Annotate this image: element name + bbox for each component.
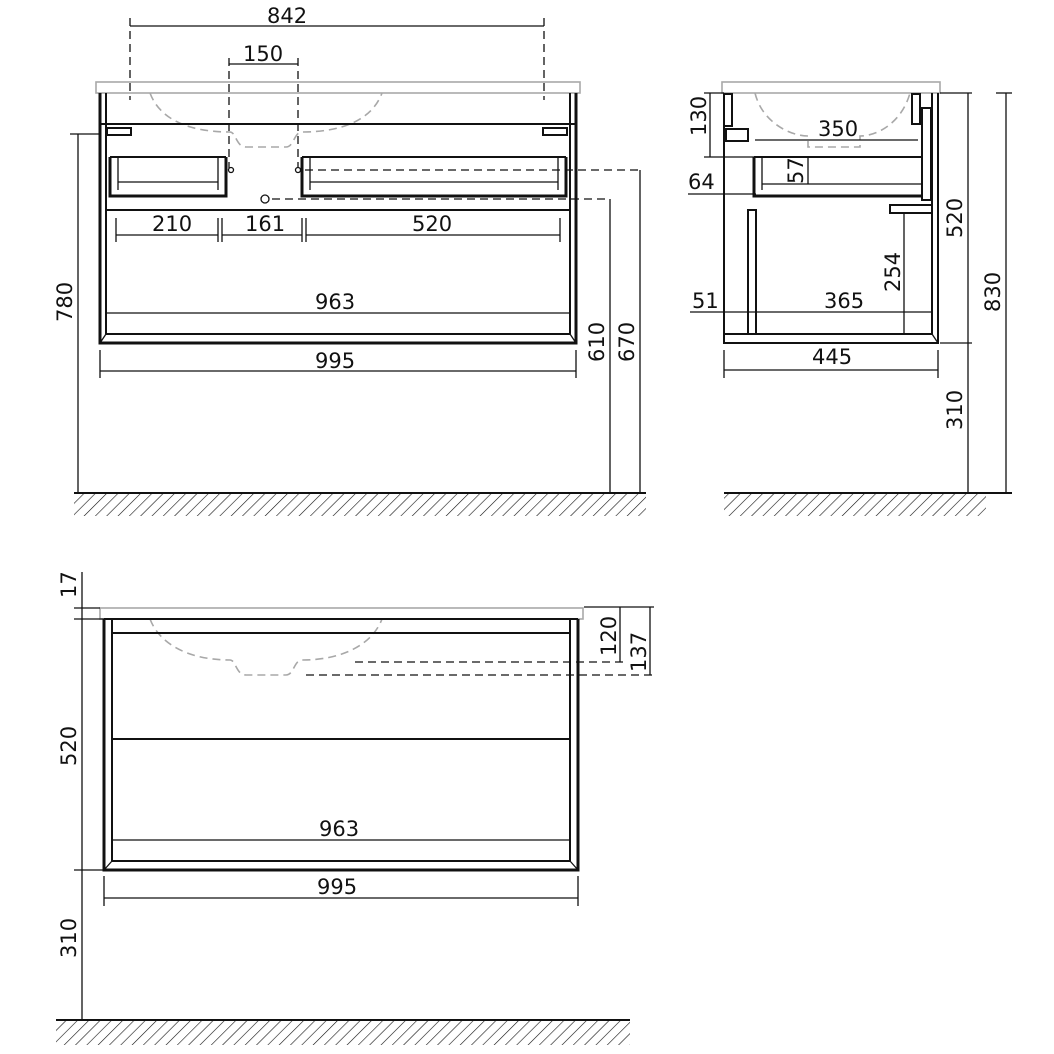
dim-350: 350 [818, 117, 858, 141]
dim-842: 842 [267, 4, 307, 28]
side-basin-top [721, 81, 941, 94]
dim-310-side: 310 [943, 390, 967, 430]
dim-161: 161 [245, 212, 285, 236]
dim-995: 995 [315, 349, 355, 373]
side-floor-hatch [724, 494, 986, 516]
front-view: 842 150 210 161 520 963 995 780 610 [53, 4, 646, 516]
dim-120: 120 [597, 616, 621, 656]
dim-310-closed: 310 [57, 918, 81, 958]
dim-150: 150 [243, 42, 283, 66]
dim-780: 780 [53, 282, 77, 322]
dim-520: 520 [412, 212, 452, 236]
side-view: 130 350 57 64 51 365 254 445 520 310 830 [687, 81, 1012, 516]
dim-51: 51 [692, 289, 719, 313]
closed-basin-top [99, 607, 584, 620]
dim-254: 254 [881, 252, 905, 292]
dim-610: 610 [585, 322, 609, 362]
dim-670: 670 [615, 322, 639, 362]
dim-995-closed: 995 [317, 875, 357, 899]
closed-view: 120 137 17 520 310 963 995 [56, 571, 654, 1045]
dim-210: 210 [152, 212, 192, 236]
dim-830: 830 [981, 272, 1005, 312]
dim-57: 57 [784, 157, 808, 184]
dim-17: 17 [57, 571, 81, 598]
dim-520-closed: 520 [57, 726, 81, 766]
drain-point [260, 194, 270, 204]
basin-top [95, 81, 581, 94]
closed-floor-hatch [56, 1021, 630, 1045]
dim-64: 64 [688, 170, 715, 194]
dim-137: 137 [627, 632, 651, 672]
dim-445: 445 [812, 345, 852, 369]
dim-130: 130 [687, 96, 711, 136]
dim-365: 365 [824, 289, 864, 313]
cabinet-outline [98, 93, 578, 345]
dim-520-side: 520 [943, 198, 967, 238]
floor-hatch [74, 494, 646, 516]
dim-963-closed: 963 [319, 817, 359, 841]
basin-bowl-outline [149, 92, 383, 148]
dim-963: 963 [315, 290, 355, 314]
